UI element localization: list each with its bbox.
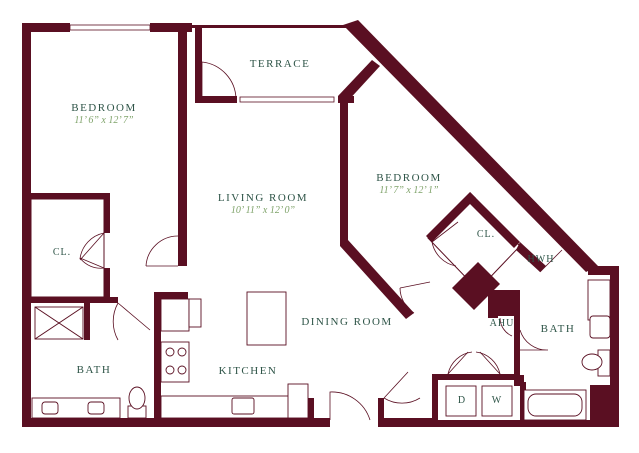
exterior-walls (22, 20, 619, 427)
doors (79, 61, 563, 421)
fixtures (31, 279, 611, 421)
closet2-name: CL. (477, 229, 495, 240)
closet1-name: CL. (53, 247, 71, 258)
dryer-label: D (458, 395, 466, 406)
bedroom2-dims: 11’ 7” x 12’ 1” (379, 185, 439, 196)
washer-label: W (492, 395, 502, 406)
interior-walls (22, 23, 618, 426)
hwh-name: HWH (528, 254, 555, 265)
room-labels: BEDROOM 11’ 6” x 12’ 7” TERRACE LIVING R… (53, 58, 576, 406)
bedroom2-name: BEDROOM (376, 172, 442, 184)
bath1-name: BATH (77, 364, 112, 376)
living-room-name: LIVING ROOM (218, 192, 308, 204)
windows (69, 24, 335, 103)
kitchen-name: KITCHEN (219, 365, 278, 377)
bedroom1-name: BEDROOM (71, 102, 137, 114)
ahu-name: AHU (490, 318, 515, 329)
bath2-name: BATH (541, 323, 576, 335)
dining-room-name: DINING ROOM (301, 316, 392, 328)
terrace-name: TERRACE (250, 58, 311, 70)
living-room-dims: 10’ 11” x 12’ 0” (231, 205, 296, 216)
bedroom1-dims: 11’ 6” x 12’ 7” (74, 115, 134, 126)
